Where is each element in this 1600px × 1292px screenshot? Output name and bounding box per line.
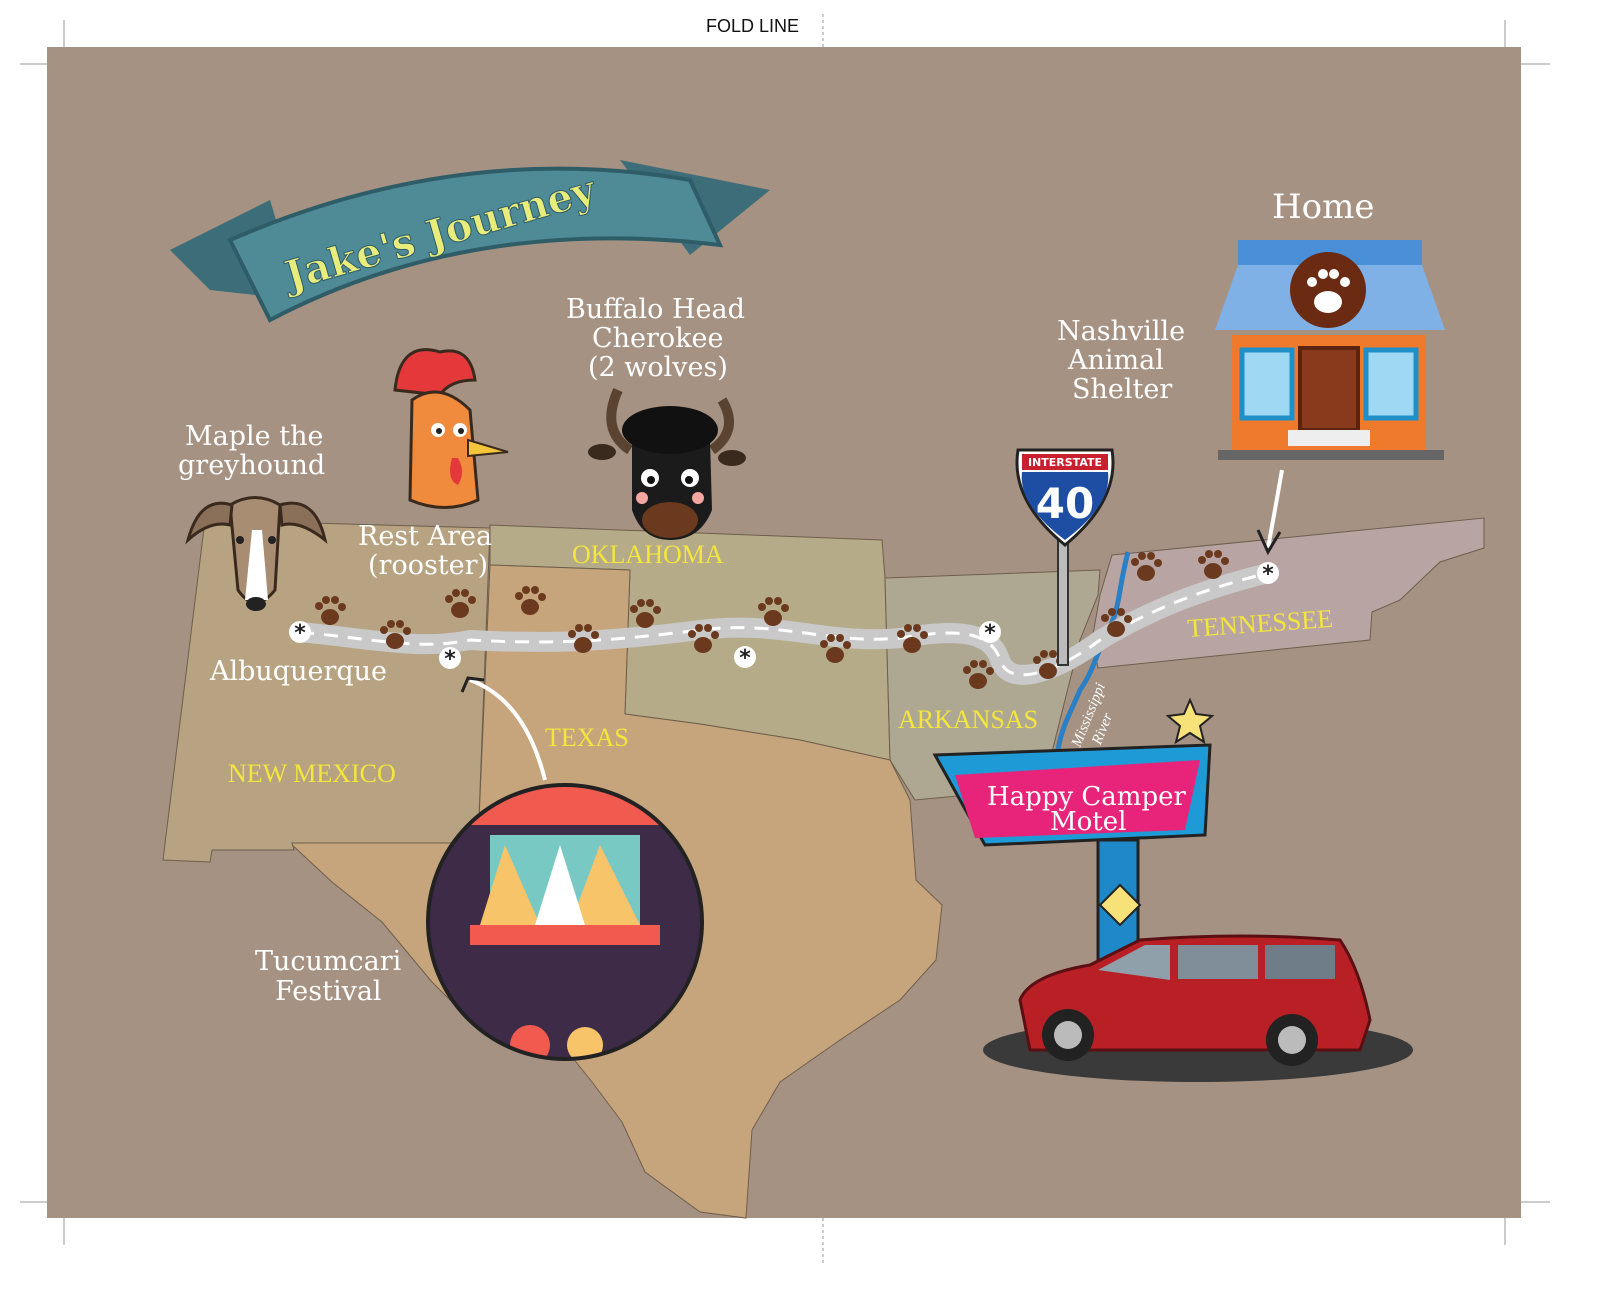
- route-stops: * * * * *: [289, 562, 1279, 672]
- label-arkansas: ARKANSAS: [898, 705, 1038, 734]
- happy-camper-motel-sign: Happy Camper Motel: [932, 697, 1215, 972]
- label-texas: TEXAS: [545, 723, 629, 752]
- motel-name-1: Happy Camper: [987, 782, 1186, 812]
- paw-print-icon: [445, 589, 476, 618]
- paw-print-icon: [897, 624, 928, 653]
- route-stop-marker: *: [1257, 562, 1279, 587]
- svg-text:*: *: [739, 646, 751, 671]
- paw-print-icon: [315, 596, 346, 625]
- label-home: Home: [1272, 187, 1374, 227]
- interstate-number: 40: [1036, 479, 1094, 528]
- crop-marks: [20, 14, 1550, 1265]
- buffalo-icon: [588, 387, 746, 540]
- label-shelter-3: Shelter: [1072, 374, 1172, 405]
- label-albuquerque: Albuquerque: [209, 656, 387, 687]
- interstate-header: INTERSTATE: [1028, 456, 1102, 469]
- paw-print-icon: [630, 599, 661, 628]
- label-shelter-2: Animal: [1067, 345, 1164, 376]
- interstate-40-sign: INTERSTATE 40: [1015, 448, 1115, 666]
- paw-print-icon: [568, 624, 599, 653]
- festival-illustration: [426, 676, 704, 1061]
- paw-print-icon: [380, 620, 411, 649]
- mississippi-river: [1055, 551, 1131, 751]
- svg-text:*: *: [294, 621, 306, 646]
- paw-prints: [315, 550, 1229, 689]
- label-rooster-2: (rooster): [368, 550, 488, 581]
- route-stop-marker: *: [439, 647, 461, 672]
- motel-name-2: Motel: [1050, 807, 1126, 837]
- label-festival-2: Festival: [275, 976, 382, 1007]
- paw-print-icon: [758, 597, 789, 626]
- svg-text:*: *: [444, 647, 456, 672]
- paw-print-icon: [515, 586, 546, 615]
- greyhound-icon: [185, 496, 328, 611]
- label-buffalo-2: Cherokee: [592, 323, 724, 354]
- animal-shelter-building: [1215, 240, 1445, 556]
- rooster-icon: [393, 348, 509, 509]
- paw-print-icon: [1131, 552, 1162, 581]
- paw-print-icon: [963, 660, 994, 689]
- paw-print-icon: [688, 624, 719, 653]
- state-tennessee: [1091, 517, 1485, 669]
- route-stop-marker: *: [979, 621, 1001, 646]
- label-maple-1: Maple the: [185, 421, 323, 452]
- paw-print-icon: [820, 634, 851, 663]
- route-dashes: [299, 571, 1269, 677]
- label-oklahoma: OKLAHOMA: [572, 540, 724, 569]
- svg-text:*: *: [984, 621, 996, 646]
- paw-logo-icon: [1307, 269, 1350, 313]
- label-new-mexico: NEW MEXICO: [228, 759, 396, 788]
- label-buffalo-1: Buffalo Head: [566, 294, 745, 325]
- route-stop-marker: *: [734, 646, 756, 671]
- star-icon: [1165, 697, 1215, 745]
- paw-print-icon: [1101, 608, 1132, 637]
- paw-print-icon: [1198, 550, 1229, 579]
- label-shelter-1: Nashville: [1057, 316, 1185, 347]
- label-buffalo-3: (2 wolves): [588, 352, 728, 383]
- red-minivan: [983, 934, 1413, 1082]
- route-stop-marker: *: [289, 621, 311, 646]
- fold-line-label: FOLD LINE: [706, 16, 800, 36]
- svg-text:*: *: [1262, 562, 1274, 587]
- label-maple-2: greyhound: [178, 450, 325, 481]
- label-rooster-1: Rest Area: [358, 521, 492, 552]
- label-festival-1: Tucumcari: [255, 946, 402, 977]
